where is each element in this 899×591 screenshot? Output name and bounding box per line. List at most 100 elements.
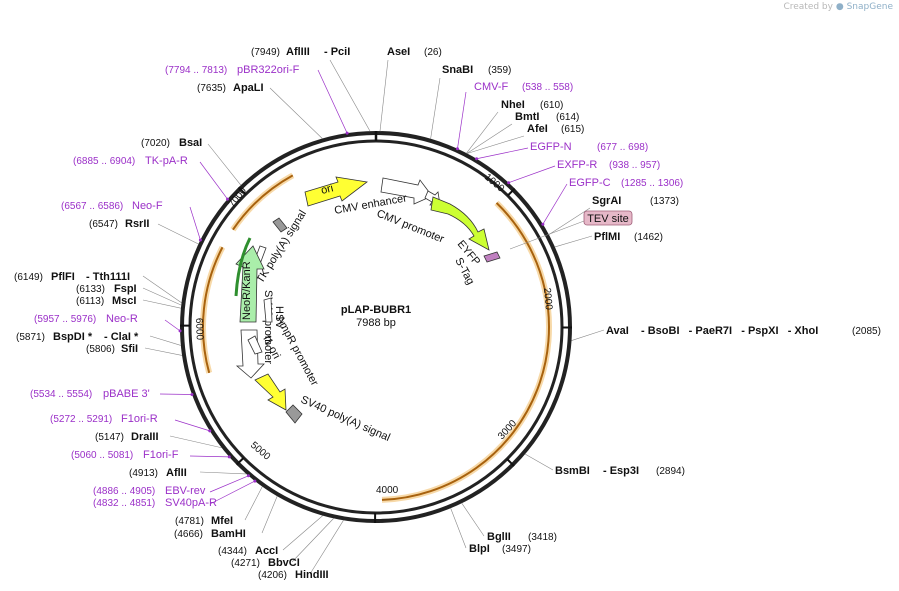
enzyme-leader-line bbox=[309, 520, 344, 575]
primer-leader-line bbox=[508, 165, 556, 184]
enzyme-pos: (6133) bbox=[76, 284, 105, 295]
primer-range: (538 .. 558) bbox=[522, 82, 573, 93]
primer-range: (5272 .. 5291) bbox=[50, 414, 112, 425]
enzyme-name: AseI bbox=[387, 46, 410, 58]
primer-leader-line bbox=[476, 147, 529, 160]
enzyme-pos: (4666) bbox=[174, 529, 203, 540]
primer-leader-line bbox=[159, 393, 192, 395]
enzyme-leader-line bbox=[461, 503, 485, 537]
primer-range: (5060 .. 5081) bbox=[71, 450, 133, 461]
enzyme-name: BsaI bbox=[179, 137, 202, 149]
primer-range: (4886 .. 4905) bbox=[93, 486, 155, 497]
enzyme-pos: (615) bbox=[561, 124, 584, 135]
feature-ampr-promoter bbox=[263, 297, 273, 323]
tev-site-box bbox=[583, 210, 633, 226]
enzyme-name: ApaLI bbox=[233, 82, 264, 94]
enzyme-leader-line bbox=[430, 77, 441, 139]
cds-arc bbox=[381, 202, 550, 501]
primer-name: SV40pA-R bbox=[165, 497, 217, 509]
enzyme-pos: (5806) bbox=[86, 344, 115, 355]
tick-label-7000: 7000 bbox=[227, 185, 250, 210]
enzyme-name: AflII bbox=[166, 467, 187, 479]
enzyme-name: SgrAI bbox=[592, 195, 621, 207]
tick-label-2000: 2000 bbox=[541, 287, 554, 311]
enzyme-pos: (6149) bbox=[14, 272, 43, 283]
enzyme-labels: (7949) AflIII - PciI AseI (26) SnaBI (35… bbox=[14, 46, 881, 581]
primer-leader-line bbox=[209, 480, 256, 505]
feature-sv40-polya bbox=[285, 404, 303, 424]
primer-name: pBABE 3' bbox=[103, 388, 150, 400]
primer-name: EBV-rev bbox=[165, 485, 206, 497]
feature-eyfp bbox=[430, 196, 490, 251]
feature-neor-band bbox=[234, 237, 252, 297]
tick-marks bbox=[179, 131, 573, 524]
primer-leader-line bbox=[317, 69, 348, 134]
tick-mark bbox=[506, 458, 515, 467]
primer-site-marker bbox=[246, 474, 250, 478]
enzyme-name-extra: - PciI bbox=[324, 46, 350, 58]
enzyme-name-extra: - BsoBI - PaeR7I - PspXI - XhoI bbox=[641, 325, 818, 337]
feature-s-tag bbox=[483, 251, 501, 263]
enzyme-name-extra: - Esp3I bbox=[603, 465, 639, 477]
primer-site-marker bbox=[178, 329, 182, 333]
enzyme-pos: (1373) bbox=[650, 196, 679, 207]
primer-name: EGFP-C bbox=[569, 177, 611, 189]
primer-site-marker bbox=[190, 393, 194, 397]
primer-range: (5534 .. 5554) bbox=[30, 389, 92, 400]
tick-label-4000: 4000 bbox=[376, 485, 399, 496]
enzyme-name: HindIII bbox=[295, 569, 329, 581]
feature-arcs bbox=[200, 172, 552, 503]
enzyme-leader-line bbox=[525, 453, 554, 471]
feature-ori bbox=[304, 176, 368, 207]
enzyme-leader-line bbox=[157, 223, 199, 245]
primer-name: Neo-R bbox=[106, 313, 138, 325]
feature-arc bbox=[232, 174, 294, 231]
feature-sv40-promoter bbox=[235, 329, 265, 379]
enzyme-name: NheI bbox=[501, 99, 525, 111]
primer-name: CMV-F bbox=[474, 81, 509, 93]
feature-neor-kanr-label: NeoR/KanR bbox=[241, 261, 253, 320]
feature-f1-ori bbox=[247, 335, 263, 355]
leader-lines bbox=[142, 59, 605, 575]
enzyme-leader-line bbox=[142, 287, 182, 306]
enzyme-pos: (4271) bbox=[231, 558, 260, 569]
enzyme-pos: (7020) bbox=[141, 138, 170, 149]
enzyme-pos: (2894) bbox=[656, 466, 685, 477]
created-by-text: Created by bbox=[783, 2, 833, 12]
enzyme-leader-line bbox=[199, 471, 247, 475]
enzyme-leader-line bbox=[144, 347, 183, 356]
tick-mark bbox=[506, 187, 516, 197]
primer-range: (938 .. 957) bbox=[609, 160, 660, 171]
enzyme-leader-line bbox=[466, 111, 499, 154]
primer-leader-line bbox=[189, 206, 201, 241]
enzyme-name-extra: - Tth111I bbox=[86, 271, 130, 283]
enzyme-pos: (4344) bbox=[218, 546, 247, 557]
neo-arc bbox=[202, 246, 224, 374]
enzyme-name: SnaBI bbox=[442, 64, 473, 76]
primer-site-marker bbox=[507, 181, 511, 185]
tick-label-5000: 5000 bbox=[248, 440, 272, 463]
primer-site-marker bbox=[227, 455, 231, 459]
enzyme-pos: (610) bbox=[540, 100, 563, 111]
enzyme-leader-line bbox=[261, 496, 278, 534]
primer-range: (7794 .. 7813) bbox=[165, 65, 227, 76]
enzyme-name: DraIII bbox=[131, 431, 159, 443]
feature-f1-ori-arrow bbox=[254, 373, 287, 411]
primer-range: (677 .. 698) bbox=[597, 142, 648, 153]
primer-name: EGFP-N bbox=[530, 141, 572, 153]
enzyme-pos: (4781) bbox=[175, 516, 204, 527]
primer-name: TK-pA-R bbox=[145, 155, 188, 167]
primer-leader-line bbox=[209, 475, 249, 493]
primer-site-marker bbox=[455, 147, 459, 151]
tick-mark bbox=[237, 186, 247, 196]
primer-leader-line bbox=[542, 183, 568, 225]
primer-site-marker bbox=[208, 429, 212, 433]
enzyme-name: BspDI * bbox=[53, 331, 93, 343]
enzyme-name: BsmBI bbox=[555, 465, 590, 477]
enzyme-leader-line bbox=[554, 235, 593, 248]
enzyme-name: AfeI bbox=[527, 123, 548, 135]
enzyme-pos: (1462) bbox=[634, 232, 663, 243]
enzyme-leader-line bbox=[329, 59, 371, 132]
primer-range: (6567 .. 6586) bbox=[61, 201, 123, 212]
